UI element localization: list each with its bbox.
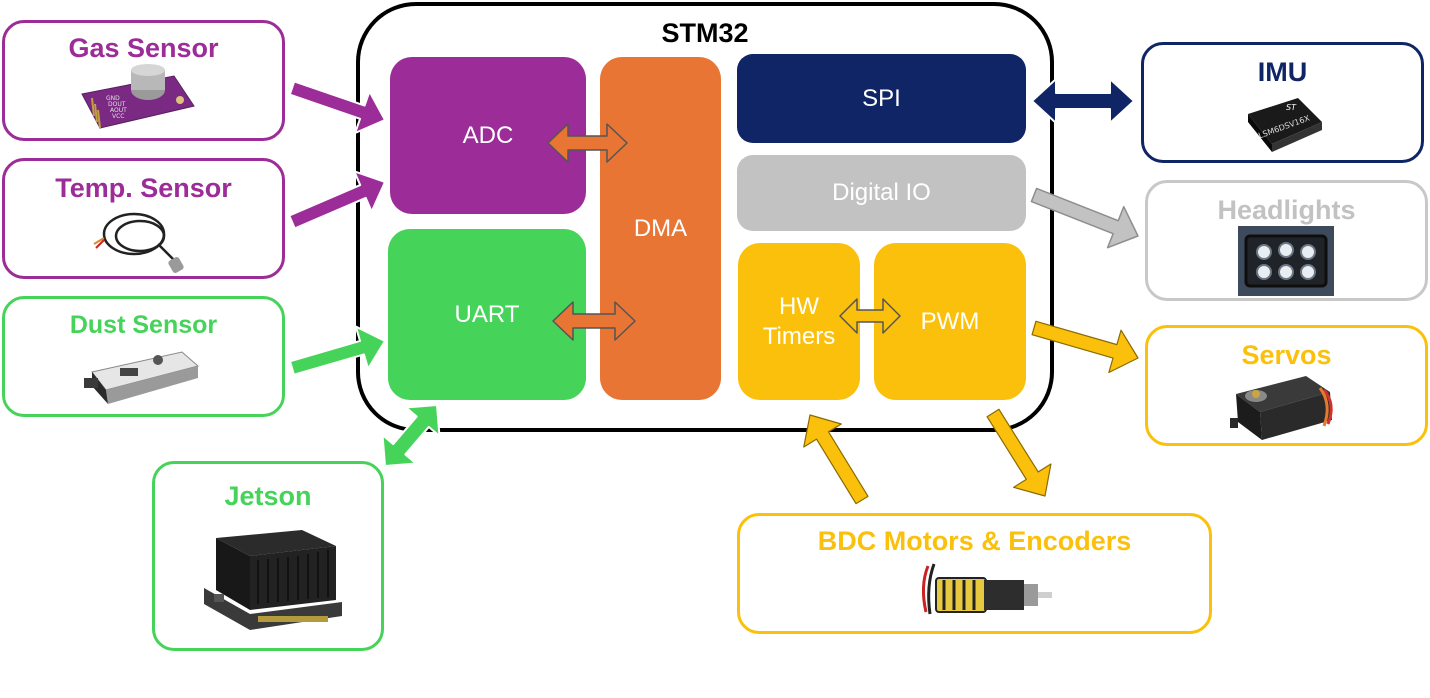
uart-dma-arrow <box>552 301 636 341</box>
svg-text:VCC: VCC <box>112 113 124 120</box>
digital-io-headlights-arrow <box>1030 187 1139 249</box>
timers-pwm-arrow <box>839 298 901 334</box>
dma-block: DMA <box>600 57 721 400</box>
temp-sensor-box: Temp. Sensor <box>2 158 285 279</box>
svg-text:DOUT: DOUT <box>108 101 126 108</box>
pwm-motors-arrow <box>986 408 1052 497</box>
hw-timers-block: HW Timers <box>738 243 860 400</box>
bdc-motor-image <box>921 563 1052 615</box>
dust-sensor-title: Dust Sensor <box>69 311 218 339</box>
svg-text:GND: GND <box>106 95 120 102</box>
spi-block: SPI <box>737 54 1026 143</box>
gas-sensor-title: Gas Sensor <box>68 33 219 63</box>
pwm-block: PWM <box>874 243 1026 400</box>
spi-imu-arrow <box>1031 78 1135 124</box>
svg-text:ST: ST <box>1286 103 1297 112</box>
pwm-servos-arrow <box>1031 320 1139 374</box>
dust-to-uart-arrow <box>289 325 386 376</box>
jetson-uart-arrow <box>381 404 441 467</box>
imu-chip-image: ST LSM6DSV16X <box>1248 98 1322 152</box>
bdc-motors-box: BDC Motors & Encoders <box>737 513 1212 634</box>
headlights-title: Headlights <box>1217 195 1356 225</box>
uart-block: UART <box>388 229 586 400</box>
digital-io-block: Digital IO <box>737 155 1026 231</box>
svg-text:AOUT: AOUT <box>110 107 127 114</box>
servos-title: Servos <box>1241 340 1332 370</box>
stm32-container: STM32 <box>356 2 1054 432</box>
temp-sensor-title: Temp. Sensor <box>55 173 232 203</box>
adc-dma-arrow <box>547 123 628 163</box>
stm32-title: STM32 <box>661 18 749 48</box>
adc-block: ADC <box>390 57 586 214</box>
servo-image <box>1230 376 1333 440</box>
temp-sensor-image <box>93 212 184 273</box>
dust-sensor-image <box>84 351 200 404</box>
gas-to-adc-arrow <box>288 80 386 134</box>
bdc-motors-title: BDC Motors & Encoders <box>817 526 1132 556</box>
encoders-timers-arrow <box>803 414 869 505</box>
dust-sensor-box: Dust Sensor <box>2 296 285 417</box>
jetson-title: Jetson <box>224 481 312 511</box>
temp-to-adc-arrow <box>288 170 386 230</box>
jetson-image <box>204 530 342 630</box>
headlights-image <box>1238 226 1334 296</box>
imu-title: IMU <box>1257 57 1308 87</box>
